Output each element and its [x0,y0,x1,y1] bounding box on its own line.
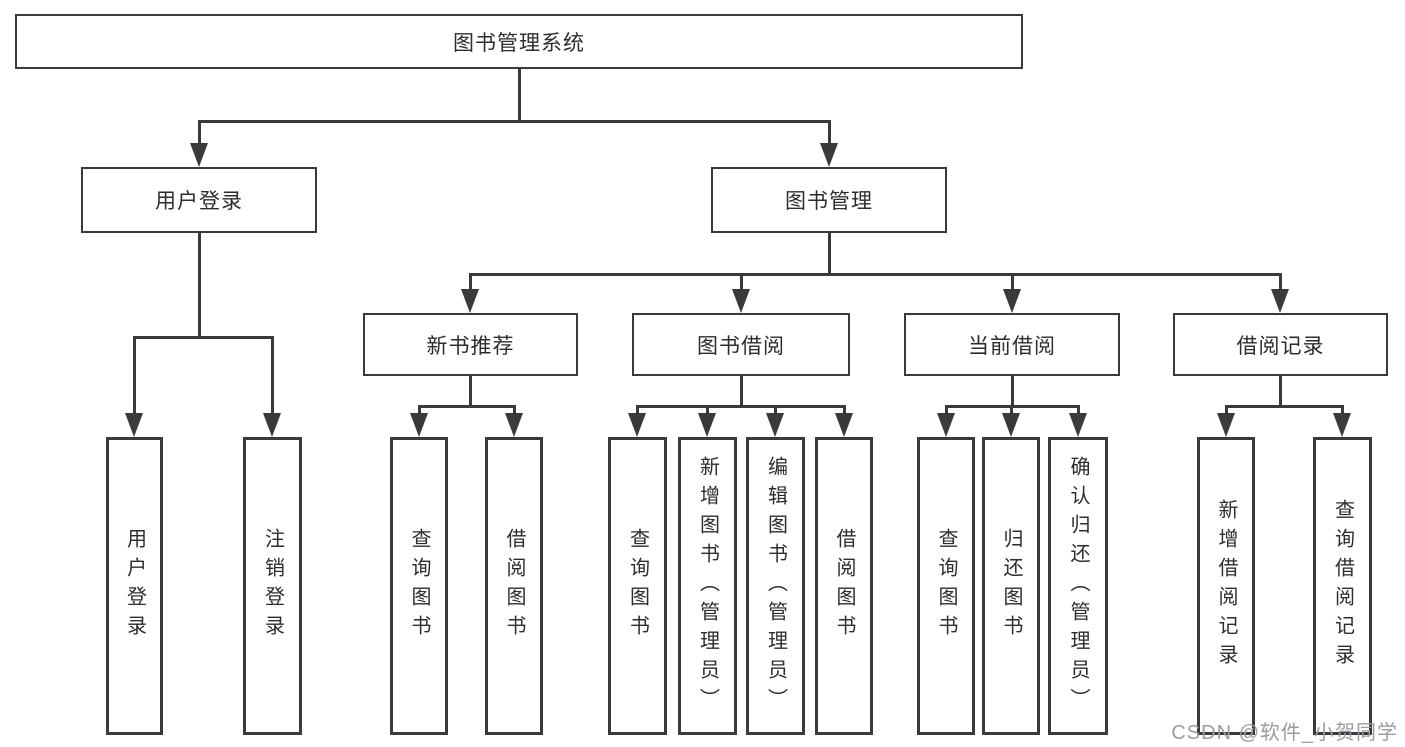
node-bb_borrow: 借阅图书 [815,437,873,735]
arrowhead-icon [1333,413,1351,437]
node-book_mgmt-label: 图书管理 [785,190,873,213]
node-cb_query: 查询图书 [917,437,975,735]
connector-stem [197,233,201,338]
node-borrow_records: 借阅记录 [1173,313,1388,376]
arrowhead-icon [820,143,838,167]
node-new_rec: 新书推荐 [363,313,578,376]
node-book_borrow: 图书借阅 [632,313,850,376]
connector-stem [1010,376,1014,407]
node-borrow_records-label: 借阅记录 [1236,334,1325,358]
node-leaf_logout: 注销登录 [243,437,302,735]
node-user_login: 用户登录 [81,167,317,233]
arrowhead-icon [461,289,479,313]
arrowhead-icon [732,289,750,313]
node-cb_return: 归还图书 [982,437,1040,735]
node-rec_borrow-label: 借阅图书 [503,528,525,644]
arrowhead-icon [190,143,208,167]
connector-branch [468,273,1282,276]
node-book_borrow-label: 图书借阅 [697,334,785,358]
node-leaf_user_login: 用户登录 [106,437,163,735]
node-bb_query-label: 查询图书 [626,528,649,644]
node-br_query-label: 查询借阅记录 [1331,499,1354,673]
arrowhead-icon [766,413,784,437]
connector-drop [197,120,201,159]
node-root-label: 图书管理系统 [453,31,585,55]
arrowhead-icon [410,413,428,437]
node-current_borrow-label: 当前借阅 [968,334,1056,358]
node-cb_query-label: 查询图书 [935,528,957,644]
node-user_login-label: 用户登录 [155,190,243,213]
node-cb_confirm: 确认归还（管理员） [1048,437,1108,735]
node-leaf_logout-label: 注销登录 [261,528,284,644]
node-rec_query: 查询图书 [390,437,448,735]
arrowhead-icon [698,413,716,437]
node-cb_return-label: 归还图书 [1000,528,1022,644]
arrowhead-icon [835,413,853,437]
arrowhead-icon [505,413,523,437]
connector-branch [1224,405,1344,408]
node-current_borrow: 当前借阅 [904,313,1120,376]
node-leaf_user_login-label: 用户登录 [123,528,146,644]
node-br_add: 新增借阅记录 [1197,437,1255,735]
node-bb_add: 新增图书（管理员） [678,437,737,735]
node-rec_query-label: 查询图书 [408,528,430,644]
node-book_mgmt: 图书管理 [711,167,947,233]
node-br_add-label: 新增借阅记录 [1215,499,1237,673]
node-bb_borrow-label: 借阅图书 [833,528,855,644]
arrowhead-icon [628,413,646,437]
arrowhead-icon [1002,413,1020,437]
connector-drop [132,336,136,429]
watermark: CSDN @软件_小贺同学 [1171,722,1398,744]
node-br_query: 查询借阅记录 [1313,437,1372,735]
arrowhead-icon [937,413,955,437]
node-bb_edit-label: 编辑图书（管理员） [764,455,787,717]
node-cb_confirm-label: 确认归还（管理员） [1067,455,1089,717]
connector-stem [1278,376,1282,407]
connector-stem [827,233,831,275]
arrowhead-icon [1217,413,1235,437]
arrowhead-icon [125,413,143,437]
connector-drop [270,336,274,429]
connector-branch [132,336,274,339]
node-bb_add-label: 新增图书（管理员） [696,455,719,717]
arrowhead-icon [1271,289,1289,313]
connector-branch [197,120,831,123]
connector-branch [417,405,516,408]
node-root: 图书管理系统 [15,14,1023,69]
node-new_rec-label: 新书推荐 [426,334,515,358]
connector-stem [468,376,472,407]
connector-stem [739,376,743,407]
connector-stem [517,69,521,122]
node-rec_borrow: 借阅图书 [485,437,543,735]
node-bb_edit: 编辑图书（管理员） [746,437,805,735]
connector-drop [827,120,831,159]
arrowhead-icon [1003,289,1021,313]
arrowhead-icon [263,413,281,437]
node-bb_query: 查询图书 [608,437,667,735]
connector-branch [635,405,846,408]
arrowhead-icon [1069,413,1087,437]
